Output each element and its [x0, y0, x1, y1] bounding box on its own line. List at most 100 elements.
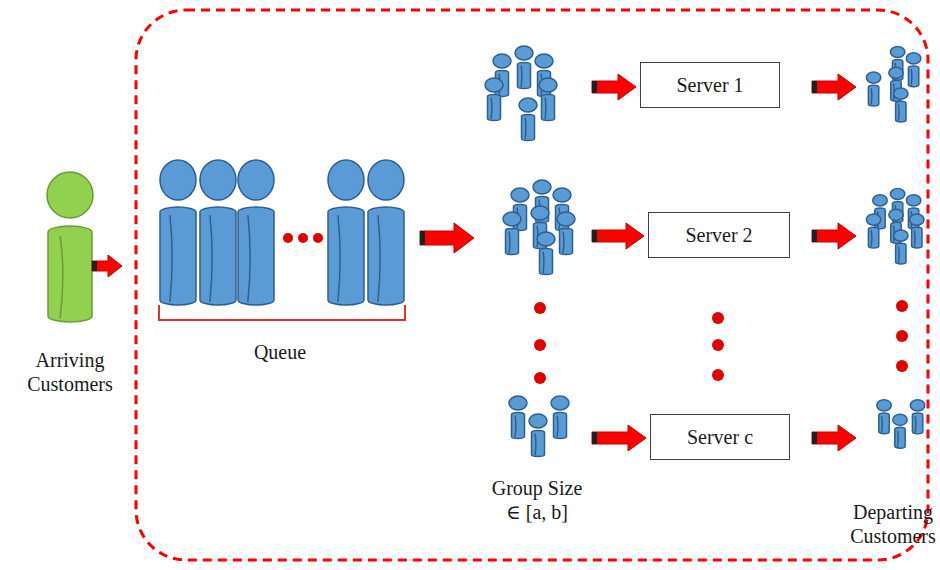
customer-body — [238, 207, 274, 305]
customer-figure — [551, 396, 569, 438]
customer-figure — [910, 400, 924, 434]
ellipsis-dot — [534, 302, 546, 314]
server-box: Server c — [650, 414, 790, 460]
system-boundary — [136, 10, 928, 560]
departing-label: Departing Customers — [841, 500, 940, 548]
customer-figures — [47, 46, 925, 456]
customer-head — [539, 78, 557, 92]
arrow-tail — [592, 81, 597, 93]
queue-bracket — [159, 305, 405, 320]
ellipsis-dot — [298, 233, 308, 243]
flow-arrow — [812, 74, 856, 100]
customer-body — [912, 413, 922, 434]
customer-body-fold — [524, 118, 526, 140]
arrow-body — [812, 425, 856, 451]
ellipsis-dots — [283, 233, 908, 384]
customer-body-fold — [871, 88, 873, 104]
customer-figure — [160, 160, 196, 305]
customer-body-fold — [514, 416, 516, 438]
customer-body-fold — [520, 66, 522, 88]
customer-body-fold — [544, 98, 546, 120]
customer-body-fold — [338, 215, 340, 302]
customer-figure — [539, 78, 557, 120]
customer-body — [542, 94, 555, 120]
customer-body-fold — [378, 215, 380, 302]
customer-body — [522, 114, 535, 140]
customer-body — [200, 207, 236, 305]
customer-head — [519, 98, 537, 112]
arrow-tail — [92, 261, 97, 271]
customer-body-fold — [248, 215, 250, 302]
customer-head — [485, 78, 503, 92]
customer-head — [873, 195, 887, 206]
customer-head — [553, 188, 571, 202]
customer-body — [879, 413, 889, 434]
customer-body-fold — [914, 230, 916, 246]
customer-head — [889, 67, 903, 78]
customer-figure — [894, 88, 908, 122]
customer-figure — [368, 160, 404, 305]
customer-body — [532, 430, 545, 456]
customer-head — [906, 53, 920, 64]
customer-head — [493, 54, 511, 68]
customer-head — [894, 230, 908, 241]
flow-arrow — [812, 223, 856, 249]
customer-figure — [503, 212, 521, 254]
arrow-tail — [812, 81, 817, 93]
customer-head — [529, 414, 547, 428]
customer-head — [238, 160, 274, 200]
customer-head — [906, 195, 920, 206]
customer-head — [889, 209, 903, 220]
customer-body-fold — [60, 236, 63, 318]
customer-head — [910, 214, 924, 225]
customer-body — [912, 227, 922, 248]
arrow-body — [592, 425, 646, 451]
customer-figure — [866, 72, 880, 106]
customer-body — [895, 427, 905, 448]
customer-head — [894, 88, 908, 99]
customer-body — [868, 85, 878, 106]
customer-body-fold — [898, 104, 900, 120]
customer-head — [47, 172, 93, 218]
arrow-body — [420, 223, 474, 253]
customer-head — [200, 160, 236, 200]
ellipsis-dot — [896, 360, 908, 372]
ellipsis-dot — [313, 233, 323, 243]
customer-body — [328, 207, 364, 305]
customer-body — [368, 207, 404, 305]
customer-head — [368, 160, 404, 200]
customer-body — [48, 226, 92, 322]
customer-head — [160, 160, 196, 200]
customer-body — [506, 228, 519, 254]
arrow-body — [592, 74, 636, 100]
customer-body-fold — [911, 69, 913, 85]
arrow-body — [812, 74, 856, 100]
customer-figure — [910, 214, 924, 248]
arrow-tail — [420, 231, 425, 245]
arrow-tail — [592, 432, 597, 444]
customer-body-fold — [534, 434, 536, 456]
customer-body — [560, 228, 573, 254]
customer-head — [866, 214, 880, 225]
ellipsis-dot — [534, 339, 546, 351]
customer-figure — [509, 396, 527, 438]
customer-figure — [529, 414, 547, 456]
customer-head — [557, 212, 575, 226]
ellipsis-dot — [712, 369, 724, 381]
flow-arrow — [592, 425, 646, 451]
ellipsis-dot — [712, 339, 724, 351]
customer-body-fold — [170, 215, 172, 302]
customer-body-fold — [210, 215, 212, 302]
flow-arrow — [812, 425, 856, 451]
customer-figure — [877, 400, 891, 434]
customer-body-fold — [897, 431, 899, 447]
customer-figure — [519, 98, 537, 140]
customer-figure — [485, 78, 503, 120]
customer-body-fold — [562, 232, 564, 254]
server-label: Server c — [687, 426, 753, 448]
flow-arrows — [92, 74, 856, 451]
customer-body — [868, 227, 878, 248]
customer-body-fold — [898, 246, 900, 262]
